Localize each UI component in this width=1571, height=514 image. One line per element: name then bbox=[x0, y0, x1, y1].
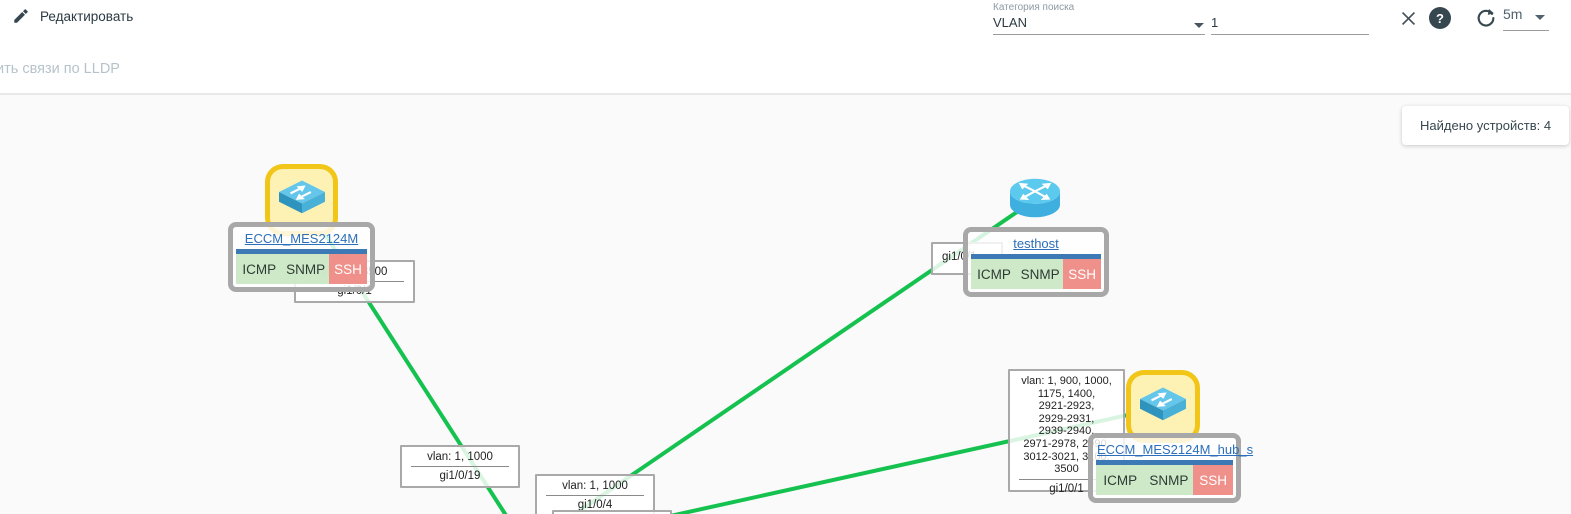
help-glyph: ? bbox=[1436, 10, 1444, 26]
device-status-row: ICMP SNMP SSH bbox=[1096, 465, 1234, 495]
device-link[interactable]: ECCM_MES2124M_hub_s bbox=[1097, 442, 1254, 457]
category-underline bbox=[993, 34, 1205, 35]
help-button[interactable]: ? bbox=[1429, 7, 1451, 29]
device-status-row: ICMP SNMP SSH bbox=[971, 259, 1102, 289]
divider bbox=[411, 466, 509, 467]
status-ssh: SSH bbox=[328, 254, 367, 284]
link-label bbox=[552, 510, 672, 514]
interval-underline bbox=[1503, 30, 1549, 31]
search-category-select[interactable]: VLAN bbox=[993, 15, 1205, 35]
edit-button[interactable]: Редактировать bbox=[12, 7, 133, 25]
device-card-testhost[interactable]: testhost ICMP SNMP SSH bbox=[963, 227, 1109, 297]
topology-links bbox=[301, 197, 1165, 514]
device-color-bar bbox=[236, 249, 367, 254]
close-icon bbox=[1401, 11, 1415, 25]
node-testhost[interactable] bbox=[1006, 174, 1064, 229]
edit-button-label: Редактировать bbox=[40, 8, 134, 24]
status-icmp: ICMP bbox=[1096, 465, 1145, 495]
status-snmp: SNMP bbox=[1144, 465, 1194, 495]
link-label: vlan: 1, 1000 gi1/0/4 bbox=[535, 474, 655, 514]
link-label-vlans: vlan: 1, 1000 bbox=[427, 451, 493, 463]
device-link[interactable]: ECCM_MES2124M bbox=[244, 231, 359, 246]
top-toolbar: Редактировать ить связи по LLDP Категори… bbox=[0, 0, 1571, 93]
help-icon: ? bbox=[1429, 7, 1451, 29]
status-snmp: SNMP bbox=[1017, 259, 1064, 289]
status-ssh: SSH bbox=[1063, 259, 1102, 289]
refresh-button[interactable] bbox=[1474, 6, 1498, 30]
divider bbox=[1019, 478, 1114, 480]
refresh-icon bbox=[1477, 9, 1495, 27]
search-category-label: Категория поиска bbox=[993, 2, 1075, 13]
refresh-interval-value: 5m bbox=[1503, 6, 1523, 22]
link-label-port: gi1/0/4 bbox=[577, 499, 613, 511]
clear-search-button[interactable] bbox=[1398, 8, 1418, 28]
link-label-vlans: vlan: 1, 1000 bbox=[562, 480, 628, 492]
device-status-row: ICMP SNMP SSH bbox=[236, 254, 367, 284]
status-snmp: SNMP bbox=[282, 254, 329, 284]
switch-icon bbox=[1140, 387, 1186, 420]
found-devices-badge: Найдено устройств: 4 bbox=[1402, 106, 1570, 145]
device-card-eccm-mes2124m-hub-s[interactable]: ECCM_MES2124M_hub_s ICMP SNMP SSH bbox=[1088, 433, 1254, 503]
device-link[interactable]: testhost bbox=[1013, 236, 1059, 251]
search-input-value: 1 bbox=[1211, 15, 1219, 30]
refresh-interval-select[interactable]: 5m bbox=[1503, 6, 1549, 31]
device-color-bar bbox=[971, 254, 1101, 259]
search-input[interactable]: 1 bbox=[1211, 15, 1369, 30]
chevron-down-icon[interactable] bbox=[1535, 15, 1545, 20]
router-icon bbox=[1010, 178, 1060, 218]
device-card-eccm-mes2124m[interactable]: ECCM_MES2124M ICMP SNMP SSH bbox=[228, 222, 375, 292]
status-ssh: SSH bbox=[1193, 465, 1234, 495]
link-label: vlan: 1, 1000 gi1/0/19 bbox=[400, 445, 520, 488]
link-label-port: gi1/0/19 bbox=[439, 470, 481, 482]
status-icmp: ICMP bbox=[971, 259, 1018, 289]
search-area: Категория поиска VLAN 1 bbox=[990, 0, 1570, 45]
topology-map[interactable]: vlan: 1, 3500 gi1/0/1 vlan: 1, 1000 gi1/… bbox=[0, 93, 1571, 514]
link-label-port: gi1/0/1 bbox=[1049, 482, 1084, 495]
pencil-icon bbox=[14, 9, 28, 23]
switch-icon bbox=[278, 180, 325, 214]
search-category-value: VLAN bbox=[993, 15, 1027, 30]
search-underline bbox=[1211, 34, 1369, 35]
lldp-links-toggle-label[interactable]: ить связи по LLDP bbox=[0, 61, 120, 77]
status-icmp: ICMP bbox=[236, 254, 283, 284]
device-color-bar bbox=[1096, 460, 1233, 465]
divider bbox=[546, 495, 644, 496]
chevron-down-icon[interactable] bbox=[1194, 23, 1204, 28]
